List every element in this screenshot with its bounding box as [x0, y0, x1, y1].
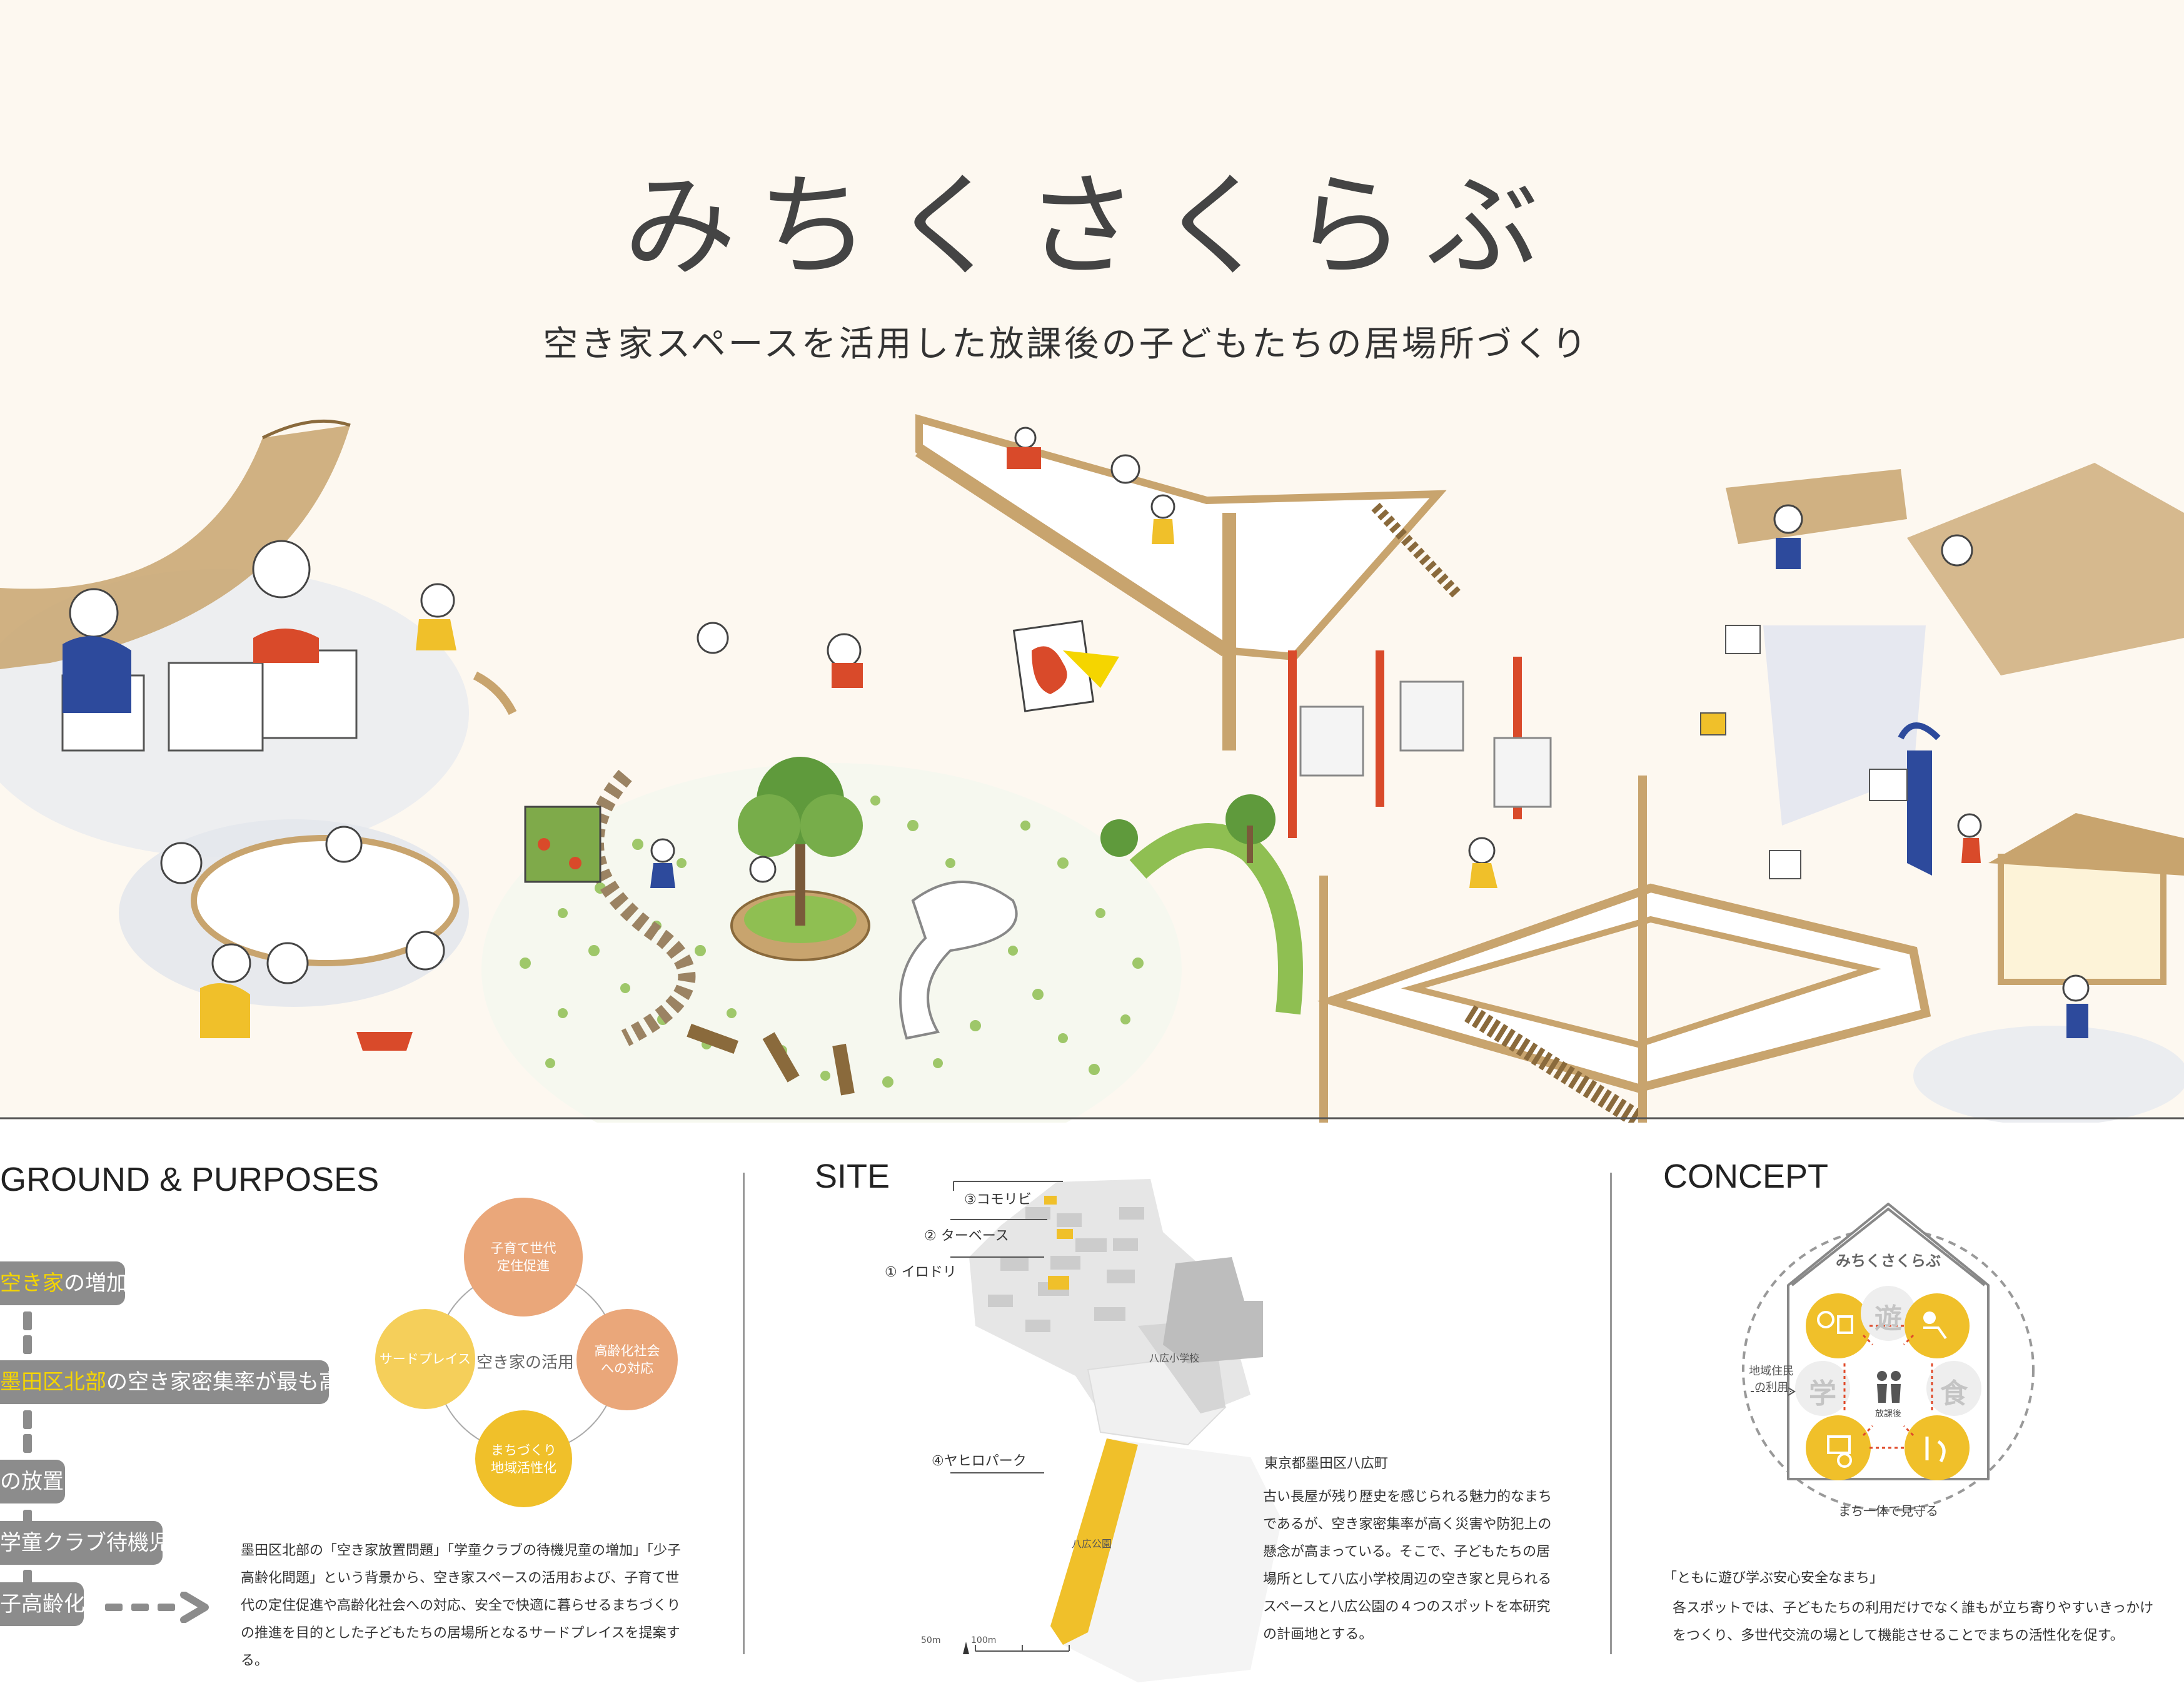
pill-text: 学童クラブ待機児童 — [0, 1530, 191, 1555]
pill-aging: 子高齢化 — [0, 1582, 85, 1626]
concept-diagram — [1742, 1203, 2035, 1512]
scale-label-100m: 100m — [971, 1635, 997, 1645]
diagram-bottom-circle: まちづくり 地域活性化 — [475, 1410, 572, 1507]
pill-text: の増加 — [64, 1271, 128, 1296]
spot-label-komoribi: ③コモリビ — [964, 1192, 1032, 1208]
pill-text: の放置 — [0, 1469, 64, 1494]
poster-title: みちくさくらぶ — [623, 161, 1561, 292]
diagram-top-circle: 子育て世代 定住促進 — [464, 1198, 583, 1316]
pill-neglect: の放置 — [0, 1460, 65, 1503]
diagram-right-circle: 高齢化社会 への対応 — [576, 1309, 678, 1410]
kanji-learn: 学 — [1809, 1378, 1836, 1410]
concept-heading: CONCEPT — [1663, 1158, 1829, 1195]
pill-vacancy-increase: 空き家の増加 — [0, 1261, 128, 1305]
dash-connector — [23, 1311, 32, 1330]
pill-text: の空き家密集率が最も高い — [106, 1370, 361, 1395]
pill-highlight: 墨田区北部 — [0, 1370, 106, 1395]
column-divider — [1610, 1173, 1612, 1654]
spot-label-tabase: ② ターベース — [924, 1228, 1009, 1244]
dash-connector — [23, 1410, 32, 1429]
place-label-school: 八広小学校 — [1149, 1352, 1200, 1364]
concept-tagline: 「ともに遊び学ぶ安心安全なまち」 — [1663, 1570, 1884, 1586]
flag-scene — [1012, 620, 1303, 1015]
after-school-label: 放課後 — [1875, 1409, 1901, 1419]
garden-scene — [481, 622, 1182, 1123]
site-heading: SITE — [815, 1158, 890, 1195]
site-description: 古い長屋が残り歴史を感じられる魅力的なまちであるが、空き家密集率が高く災害や防犯… — [1263, 1489, 1552, 1642]
background-description: 墨田区北部の「空き家放置問題」「学童クラブの待機児童の増加」「少子高齢化問題」と… — [241, 1543, 682, 1669]
column-divider — [743, 1173, 745, 1654]
diagram-center-label: 空き家の活用 — [476, 1353, 574, 1372]
site-location: 東京都墨田区八広町 — [1264, 1456, 1389, 1472]
background-heading: GROUND & PURPOSES — [0, 1161, 380, 1198]
pill-waiting-children: 学童クラブ待機児童 — [0, 1521, 191, 1565]
pill-highlight: 空き家 — [0, 1271, 64, 1296]
hero-illustration — [0, 414, 2184, 1123]
poster-subtitle: 空き家スペースを活用した放課後の子どもたちの居場所づくり — [543, 324, 1589, 365]
left-lounge-scene — [0, 419, 517, 1051]
concept-footer-label: まち一体で見守る — [1838, 1503, 1938, 1519]
kanji-eat: 食 — [1940, 1378, 1968, 1410]
concept-house-title: みちくさくらぶ — [1836, 1252, 1941, 1270]
site-map — [950, 1179, 1282, 1682]
scale-label-50m: 50m — [921, 1635, 941, 1645]
place-label-park: 八広公園 — [1072, 1538, 1112, 1550]
rooftop-deck-scene — [915, 414, 1461, 750]
concept-description: 各スポットでは、子どもたちの利用だけでなく誰もが立ち寄りやすいきっかけをつくり、… — [1673, 1600, 2154, 1644]
diagram-left-circle: サードプレイス — [375, 1309, 475, 1409]
spot-label-irodori: ① イロドリ — [885, 1265, 957, 1280]
community-use-label: 地域住民 の利用 — [1749, 1365, 1794, 1394]
dash-connector — [23, 1335, 32, 1354]
pill-north-sumida: 墨田区北部の空き家密集率が最も高い — [0, 1360, 361, 1404]
arrow-right-icon — [105, 1592, 209, 1623]
spot-label-yahiro-park: ④ヤヒロパーク — [932, 1453, 1027, 1469]
pill-text: 子高齢化 — [0, 1592, 85, 1617]
kanji-play: 遊 — [1875, 1303, 1902, 1335]
dash-connector — [23, 1434, 32, 1453]
courtyard-scene — [1288, 463, 2184, 1123]
